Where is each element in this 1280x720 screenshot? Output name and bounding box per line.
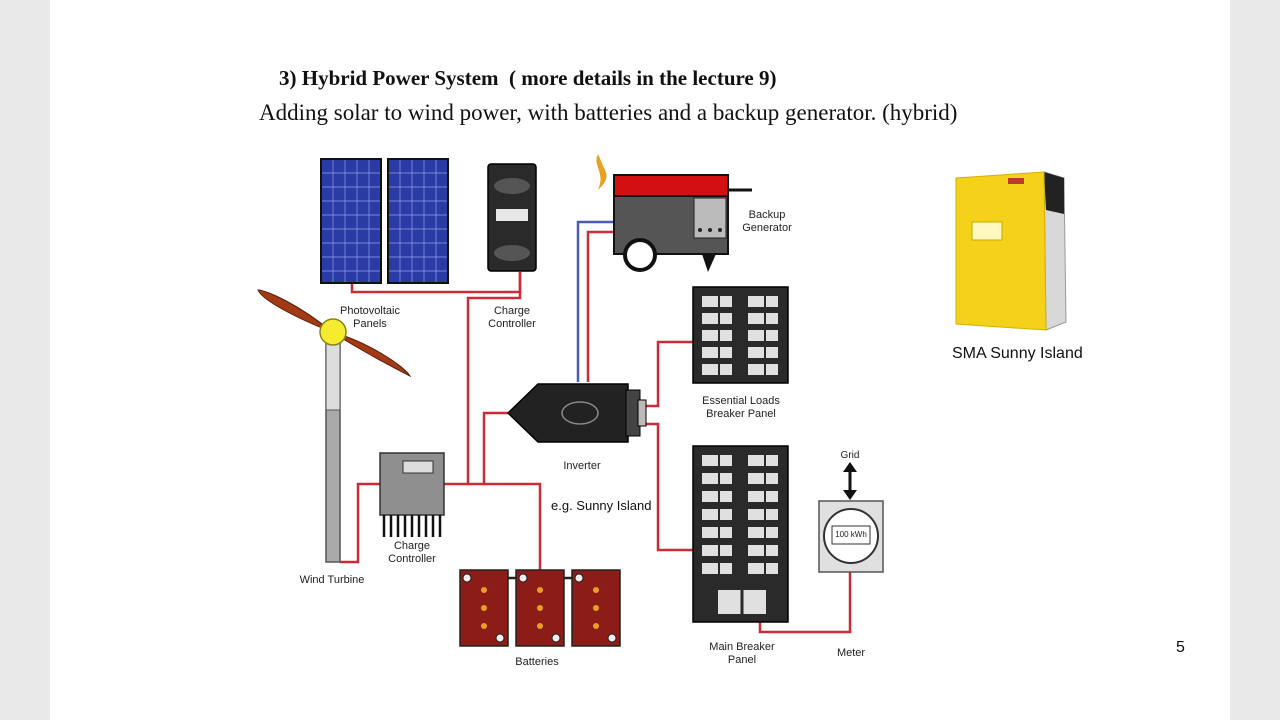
wire-cc-bus — [444, 482, 542, 572]
label-pv-line1: Photovoltaic — [340, 305, 400, 317]
main-breaker-panel — [692, 445, 789, 623]
label-cc-bottom-line2: Controller — [388, 553, 436, 565]
label-photovoltaic-panels: Photovoltaic Panels — [340, 305, 400, 331]
label-cc-top-line2: Controller — [488, 318, 536, 330]
meter-display: 100 kWh — [835, 530, 867, 539]
charge-controller-bottom — [379, 452, 445, 537]
wire-gen-red — [586, 230, 614, 382]
slide-title: 3) Hybrid Power System ( more details in… — [279, 66, 777, 90]
annotation-eg-sunny-island: e.g. Sunny Island — [551, 498, 652, 513]
batteries — [459, 569, 621, 647]
photovoltaic-panels — [320, 158, 449, 284]
label-essential-loads: Essential Loads Breaker Panel — [692, 395, 790, 421]
label-grid: Grid — [840, 450, 860, 461]
label-gen-line2: Generator — [742, 222, 792, 234]
essential-loads-panel — [692, 286, 789, 384]
label-charge-controller-bottom: Charge Controller — [382, 540, 442, 566]
label-charge-controller-top: Charge Controller — [482, 305, 542, 331]
wire-main-meter — [758, 572, 852, 634]
label-main-line2: Panel — [727, 654, 757, 666]
label-gen-line1: Backup — [748, 209, 786, 221]
label-batteries: Batteries — [515, 656, 559, 668]
label-main-breaker-panel: Main Breaker Panel — [702, 641, 782, 667]
label-inverter: Inverter — [563, 460, 601, 472]
label-backup-generator: Backup Generator — [736, 209, 798, 235]
backup-generator — [596, 154, 752, 272]
product-label: SMA Sunny Island — [952, 345, 1083, 362]
wire-inv-essential — [646, 340, 694, 408]
charge-controller-top — [487, 163, 537, 272]
wire-inv-main — [646, 422, 694, 552]
wire-gen-blue — [576, 220, 614, 382]
label-main-line1: Main Breaker — [709, 641, 775, 653]
label-pv-line2: Panels — [353, 318, 387, 330]
label-wind-turbine: Wind Turbine — [299, 574, 365, 586]
slide — [50, 0, 1230, 720]
label-meter: Meter — [836, 647, 866, 659]
wiring — [340, 220, 852, 638]
slide-subtitle: Adding solar to wind power, with batteri… — [259, 100, 958, 125]
inverter — [506, 383, 647, 443]
meter — [818, 500, 884, 573]
sma-sunny-island-device — [955, 171, 1067, 331]
label-essential-line2: Breaker Panel — [706, 408, 776, 420]
wind-turbine — [257, 289, 412, 563]
label-cc-bottom-line1: Charge — [393, 540, 431, 552]
grid-arrow — [843, 462, 857, 500]
wire-bus-inverter — [482, 411, 510, 484]
wire-wind-to-cc — [340, 482, 380, 564]
wire-cc-down — [466, 272, 522, 484]
label-essential-line1: Essential Loads — [702, 395, 780, 407]
label-cc-top-line1: Charge — [493, 305, 531, 317]
page-number: 5 — [1176, 639, 1185, 656]
